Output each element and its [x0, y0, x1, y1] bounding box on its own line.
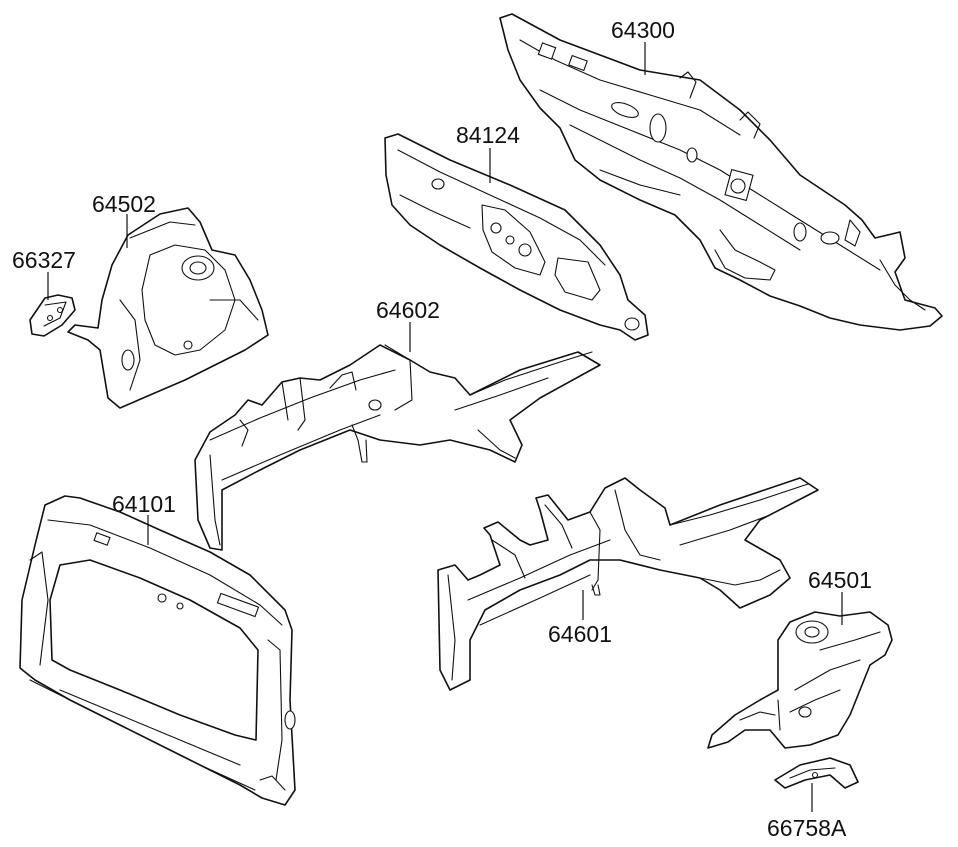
label-64502: 64502 — [92, 191, 156, 217]
label-64601: 64601 — [548, 621, 612, 647]
label-84124: 84124 — [456, 122, 520, 148]
part-64300-dash-panel — [499, 13, 943, 331]
part-64101-radiator-support — [19, 495, 296, 806]
label-64101: 64101 — [112, 491, 176, 517]
label-64602: 64602 — [376, 297, 440, 323]
part-66327-bracket — [29, 294, 76, 337]
label-64501: 64501 — [808, 567, 872, 593]
label-66758A: 66758A — [767, 815, 847, 841]
part-64501-wheel-house-right — [707, 611, 893, 749]
part-64602-side-member — [194, 344, 601, 551]
part-66758A-bracket — [774, 757, 859, 789]
label-64300: 64300 — [611, 17, 675, 43]
part-84124-dash-insulator — [384, 133, 649, 341]
part-64601-side-member — [437, 477, 819, 691]
label-66327: 66327 — [12, 247, 76, 273]
part-64502-wheel-house-left — [67, 207, 269, 409]
